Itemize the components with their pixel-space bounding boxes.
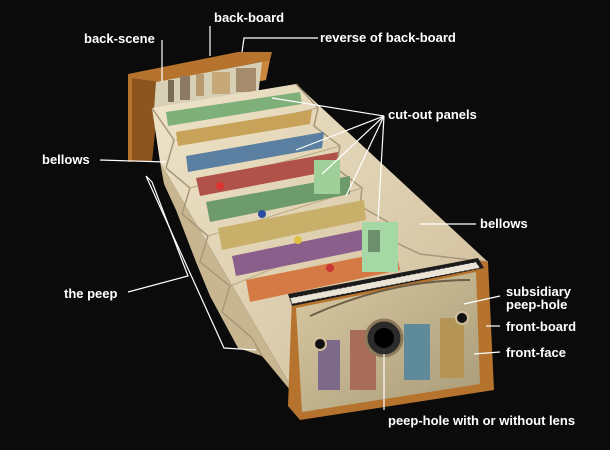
label-back-scene: back-scene (84, 31, 155, 46)
label-bellows-right: bellows (480, 216, 528, 231)
label-subsidiary-line1: subsidiary (506, 284, 572, 299)
leader-cut-out-1 (271, 97, 385, 117)
leader-cut-out-4 (345, 115, 385, 197)
label-bellows-left: bellows (42, 152, 90, 167)
leader-lines (99, 26, 501, 410)
label-the-peep: the peep (64, 286, 118, 301)
front-face-shape (296, 272, 480, 412)
label-back-board: back-board (214, 10, 285, 25)
label-front-board: front-board (506, 319, 577, 334)
label-reverse-of-back-board: reverse of back-board (320, 30, 456, 45)
leader-reverse-back-board (241, 37, 318, 53)
label-subsidiary-peep-hole: subsidiary peep-hole (506, 285, 571, 311)
cut-out-panels-shapes (166, 92, 400, 302)
label-subsidiary-line2: peep-hole (506, 297, 568, 312)
leader-cut-out-5 (377, 115, 385, 221)
leader-bellows-left (99, 159, 167, 163)
leader-subsidiary-peep-hole (463, 295, 501, 305)
leader-front-face (473, 351, 501, 355)
label-cut-out-panels: cut-out panels (388, 107, 477, 122)
label-peep-hole: peep-hole with or without lens (388, 413, 576, 428)
leader-cut-out-3 (321, 115, 385, 175)
leader-the-peep-lower (145, 175, 257, 351)
leader-cut-out-2 (295, 115, 385, 151)
leader-the-peep-upper (127, 181, 189, 293)
label-front-face: front-face (506, 345, 566, 360)
